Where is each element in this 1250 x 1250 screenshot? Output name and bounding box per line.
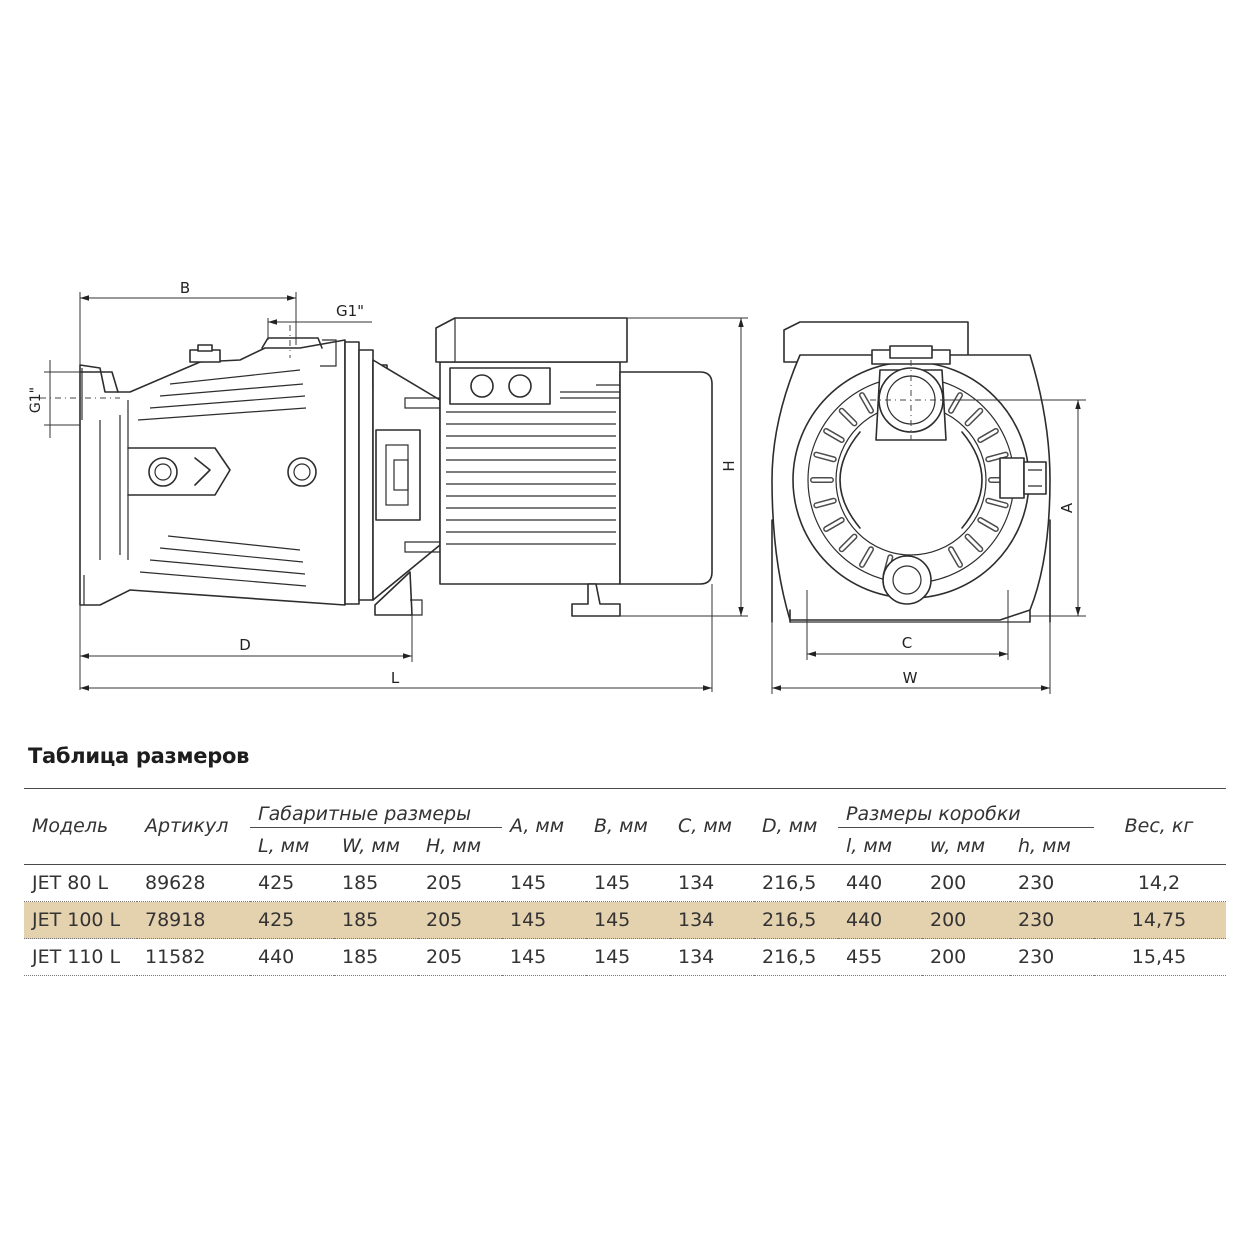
cell-c: 134 [678,946,715,968]
cell-d: 216,5 [754,901,838,939]
cell-article: 11582 [145,946,206,968]
cell-a: 145 [502,901,586,939]
dim-label-a: A [1058,502,1076,513]
cell-h: 205 [426,872,463,894]
cell-box-w: 200 [930,872,967,894]
header-box-w: w, мм [922,827,1010,865]
header-box-h: h, мм [1010,827,1094,865]
dim-label-h: H [720,460,738,471]
cell-weight: 14,75 [1094,901,1226,939]
cell-b: 145 [586,901,670,939]
header-box-dimensions: Размеры коробки [838,788,1094,828]
cell-w: 185 [334,901,418,939]
motor-fins [446,411,616,545]
cell-d: 216,5 [762,946,817,968]
cell-b: 145 [594,946,631,968]
cell-model: JET 110 L [32,946,121,968]
header-weight: Вес, кг [1094,788,1226,865]
cell-weight: 14,2 [1137,872,1181,894]
cell-box-l: 455 [846,946,883,968]
dim-label-b: B [180,279,190,297]
header-w: W, мм [334,827,418,865]
cell-weight: 15,45 [1131,946,1187,968]
cell-box-l: 440 [846,872,883,894]
table-row: JET 80 L 89628 425 185 205 145 145 134 2… [24,865,1226,902]
header-article: Артикул [137,788,250,865]
dim-label-l: L [391,669,400,687]
header-l: L, мм [250,827,334,865]
dim-label-c: C [902,634,912,652]
cell-model: JET 100 L [24,901,137,939]
table-row: JET 100 L 78918 425 185 205 145 145 134 … [24,901,1226,939]
cell-a: 145 [510,872,547,894]
side-view-dimensions: B G1" G1" H D L [28,279,748,692]
pump-dimension-drawing: B G1" G1" H D L [28,279,1086,694]
cell-article: 78918 [137,901,250,939]
cell-box-h: 230 [1018,946,1055,968]
cell-c: 134 [670,901,754,939]
cell-h: 205 [418,901,502,939]
table-row: JET 110 L 11582 440 185 205 145 145 134 … [24,939,1226,976]
cell-box-l: 440 [838,901,922,939]
dimensions-table: Модель Артикул Габаритные размеры A, мм … [24,788,1226,976]
header-b: B, мм [586,788,670,865]
cell-l: 425 [250,901,334,939]
dim-label-g1-side: G1" [28,387,44,413]
header-model: Модель [24,788,137,865]
table-title: Таблица размеров [28,744,250,768]
cell-w: 185 [342,872,379,894]
cell-a: 145 [510,946,547,968]
cell-l: 425 [258,872,295,894]
dim-label-d: D [239,636,251,654]
cell-article: 89628 [145,872,206,894]
cell-box-w: 200 [930,946,967,968]
cell-box-h: 230 [1018,872,1055,894]
cell-h: 205 [426,946,463,968]
pump-side-view [40,317,713,617]
front-view-dimensions: A C W [771,399,1086,694]
cell-b: 145 [594,872,631,894]
header-h: H, мм [418,827,502,865]
cell-w: 185 [342,946,379,968]
cell-box-h: 230 [1010,901,1094,939]
header-overall-dimensions: Габаритные размеры [250,788,502,828]
header-d: D, мм [754,788,838,865]
cell-model: JET 80 L [32,872,109,894]
cell-c: 134 [678,872,715,894]
dim-label-w: W [903,669,918,687]
cell-box-w: 200 [922,901,1010,939]
header-a: A, мм [502,788,586,865]
pump-front-view [771,321,1051,623]
dim-label-g1-top: G1" [336,302,364,320]
header-c: C, мм [670,788,754,865]
cell-l: 440 [258,946,295,968]
header-box-l: l, мм [838,827,922,865]
cell-d: 216,5 [762,872,817,894]
